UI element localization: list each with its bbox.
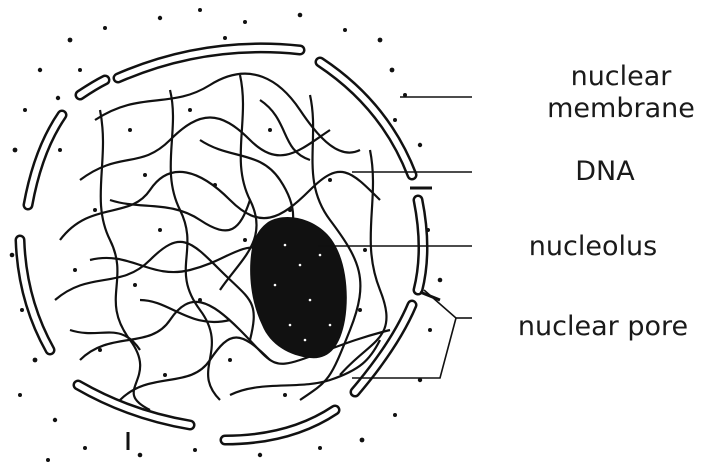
pore-leader	[352, 290, 456, 378]
dna-network	[55, 74, 390, 410]
nucleolus-body	[250, 217, 347, 358]
label-nuclear-pore: nuclear pore	[518, 311, 688, 342]
nuclear-membrane	[20, 48, 423, 440]
label-nucleolus: nucleolus	[529, 231, 657, 262]
label-dna: DNA	[575, 156, 635, 187]
label-nuclear-membrane-line1: nuclear	[571, 61, 673, 92]
label-nuclear-membrane-line2: membrane	[547, 93, 695, 124]
